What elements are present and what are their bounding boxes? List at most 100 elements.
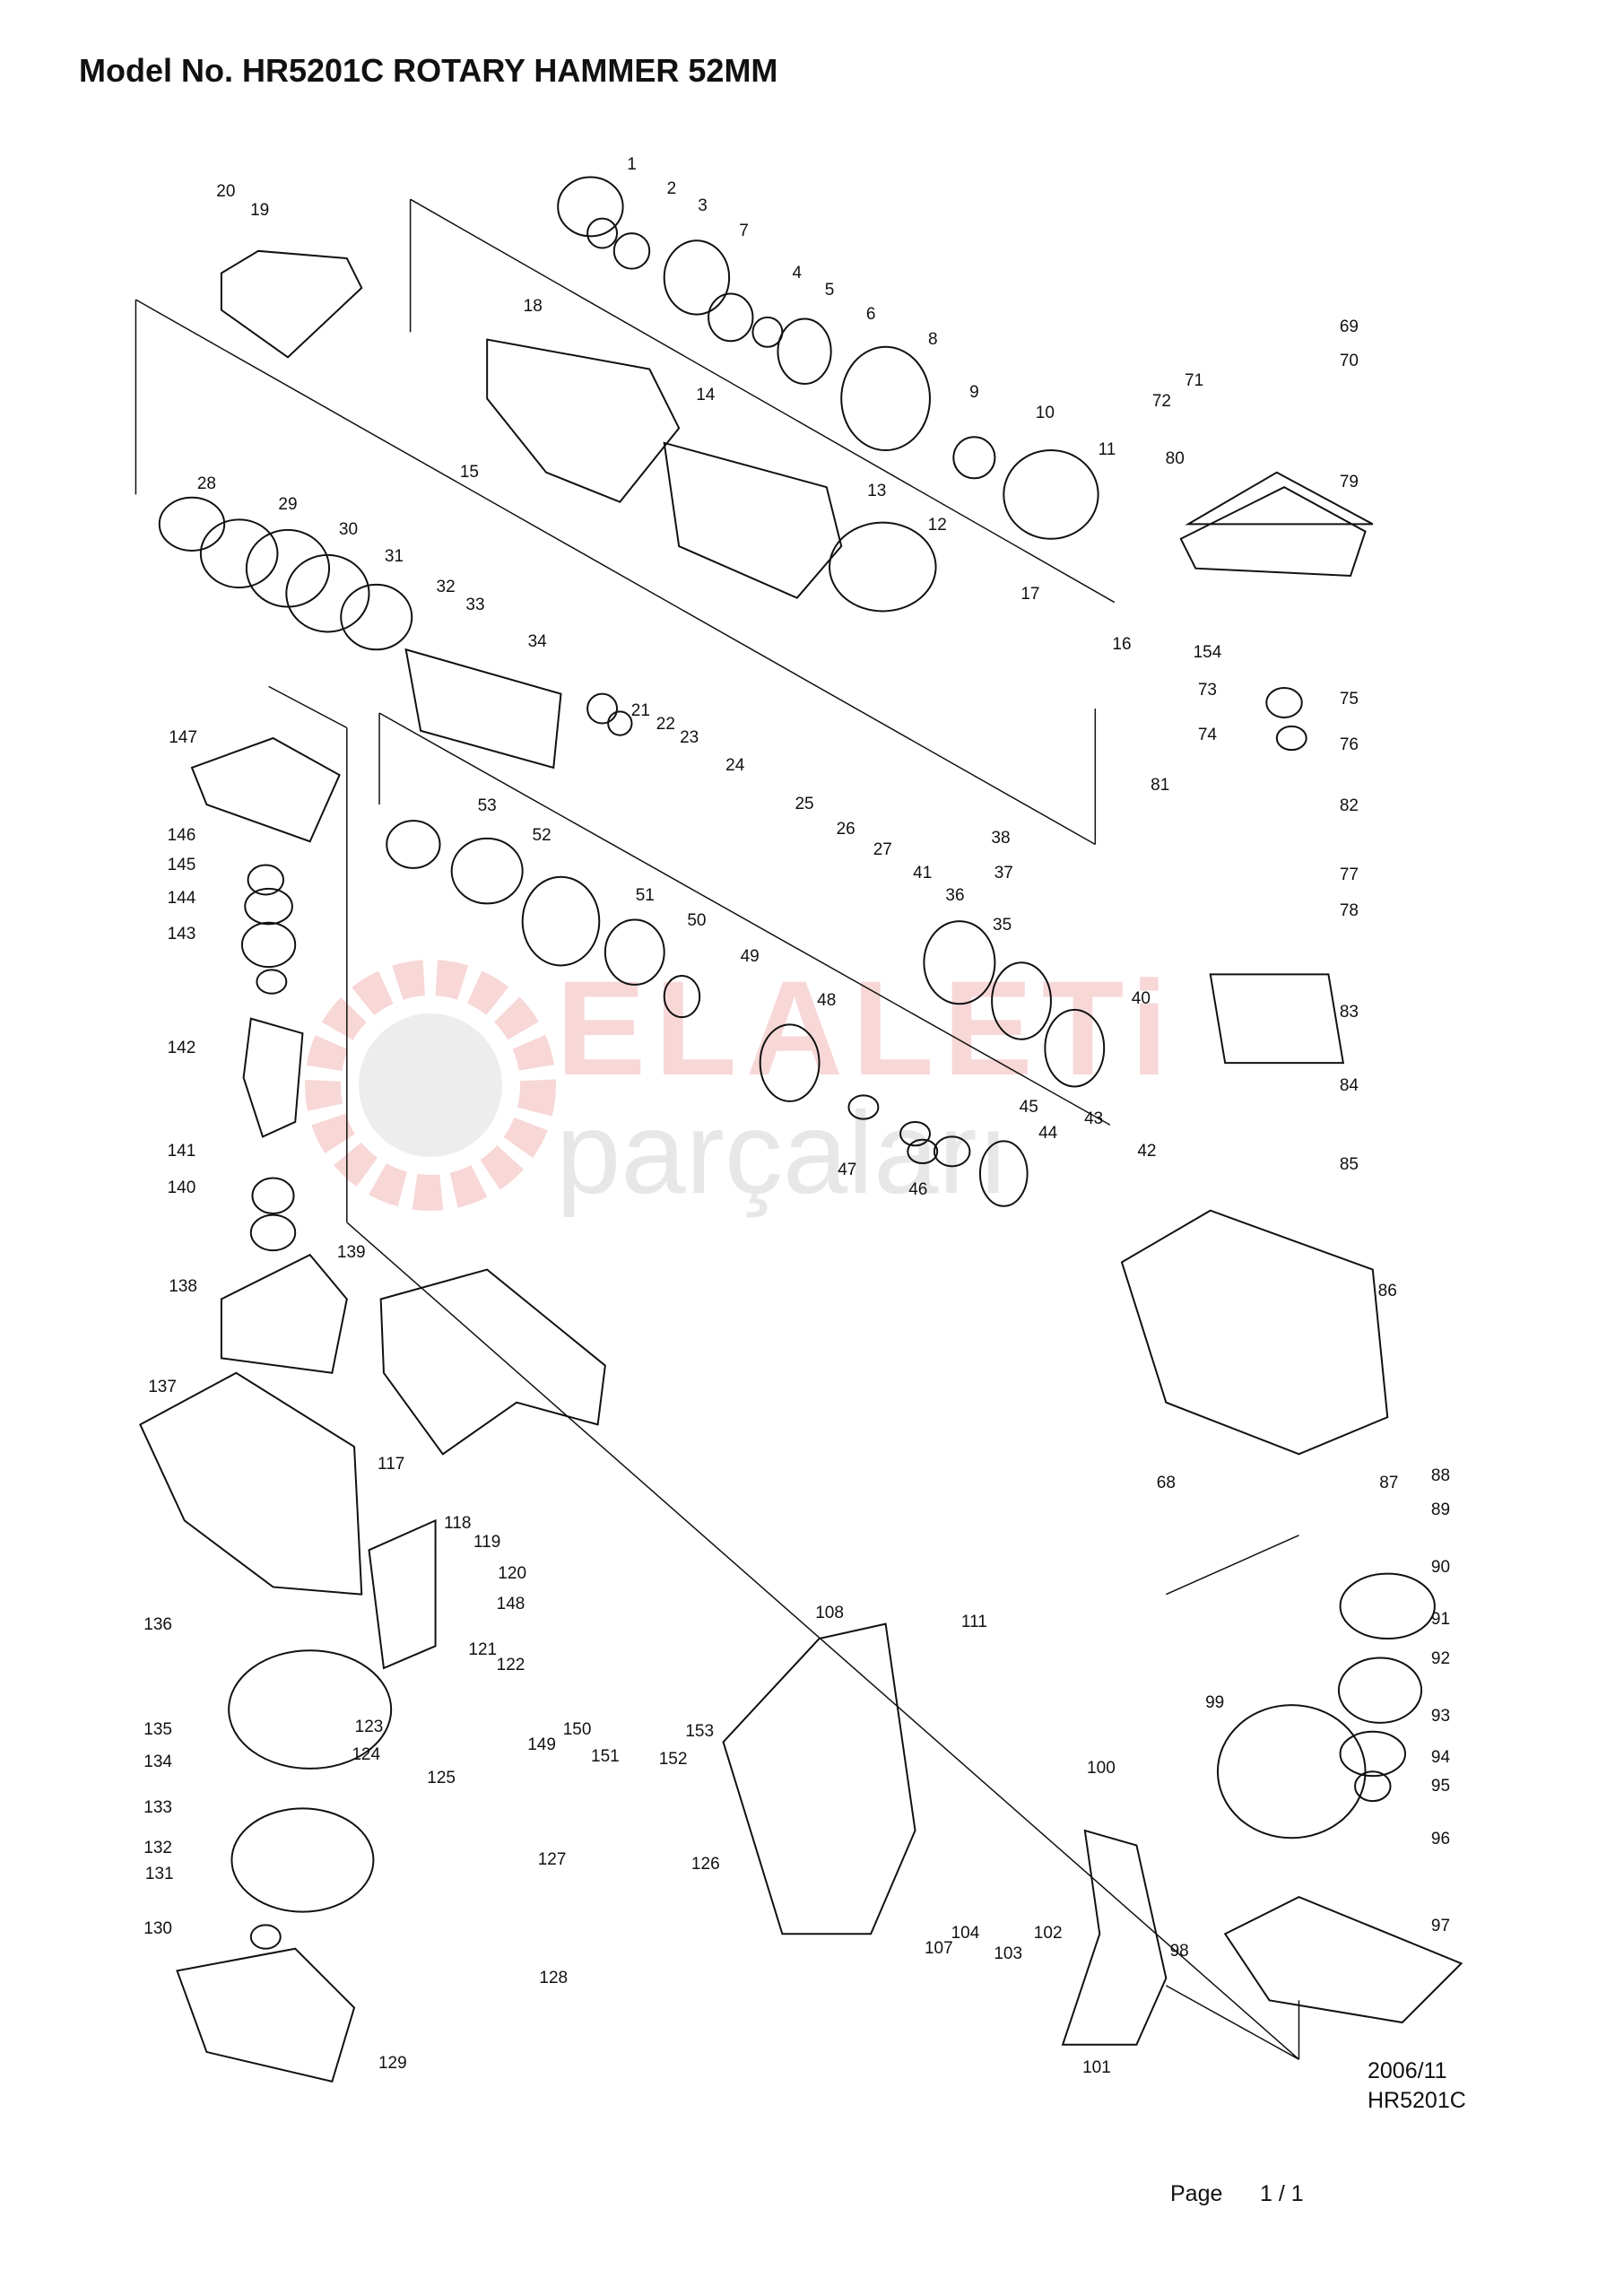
part-number-label: 95 — [1430, 1776, 1451, 1796]
part-number-label: 31 — [384, 546, 404, 566]
part-number-label: 145 — [167, 855, 196, 874]
part-outline — [907, 1138, 939, 1165]
part-number-label: 9 — [969, 382, 979, 402]
part-number-label: 123 — [354, 1717, 384, 1736]
part-number-label: 117 — [378, 1454, 405, 1474]
part-number-label: 16 — [1112, 635, 1132, 655]
part-number-label: 22 — [656, 715, 675, 735]
part-outline — [991, 961, 1052, 1040]
part-number-label: 15 — [459, 462, 479, 482]
part-number-label: 68 — [1156, 1474, 1176, 1493]
part-number-label: 118 — [444, 1513, 472, 1533]
part-number-label: 96 — [1430, 1829, 1451, 1848]
part-number-label: 100 — [1087, 1758, 1116, 1778]
part-outline — [604, 918, 665, 986]
part-number-label: 134 — [143, 1752, 172, 1772]
part-number-label: 37 — [994, 864, 1013, 883]
part-number-label: 19 — [250, 201, 270, 221]
part-number-label: 12 — [927, 515, 947, 535]
part-number-label: 142 — [167, 1038, 196, 1057]
part-number-label: 30 — [338, 519, 359, 539]
part-number-label: 135 — [143, 1720, 172, 1740]
part-number-label: 4 — [792, 263, 803, 283]
part-outline — [829, 521, 937, 613]
part-number-label: 13 — [867, 482, 887, 501]
part-outline — [199, 518, 279, 589]
part-outline — [340, 583, 413, 651]
part-number-label: 91 — [1430, 1609, 1451, 1629]
page-number: 1 / 1 — [1260, 2181, 1304, 2206]
leader-line — [268, 685, 348, 729]
part-number-label: 50 — [687, 911, 707, 931]
part-outline — [607, 710, 633, 736]
part-number-label: 32 — [436, 578, 456, 597]
part-number-label: 101 — [1082, 2058, 1111, 2078]
part-outline — [751, 316, 784, 348]
part-number-label: 153 — [685, 1721, 715, 1741]
part-number-label: 146 — [167, 825, 196, 845]
part-number-label: 126 — [690, 1854, 720, 1874]
part-number-label: 46 — [908, 1179, 928, 1199]
page-label: Page — [1170, 2181, 1223, 2206]
part-outline — [663, 441, 843, 599]
part-outline — [386, 820, 441, 869]
leader-line — [346, 1222, 1299, 2060]
part-number-label: 79 — [1339, 473, 1359, 492]
leader-line — [410, 198, 1116, 604]
part-outline — [486, 338, 681, 503]
part-number-label: 7 — [739, 222, 749, 241]
part-number-label: 42 — [1137, 1141, 1157, 1161]
part-outline — [1354, 1770, 1392, 1803]
part-number-label: 88 — [1430, 1466, 1451, 1485]
part-number-label: 107 — [924, 1938, 953, 1958]
part-number-label: 152 — [658, 1750, 688, 1770]
part-outline — [1061, 1829, 1168, 2046]
part-number-label: 141 — [167, 1141, 196, 1161]
part-number-label: 121 — [468, 1640, 498, 1660]
part-outline — [251, 1177, 295, 1215]
part-outline — [978, 1140, 1029, 1207]
part-number-label: 26 — [836, 820, 855, 839]
part-number-label: 34 — [527, 632, 547, 651]
page-title: Model No. HR5201C ROTARY HAMMER 52MM — [79, 52, 778, 89]
part-outline — [450, 837, 524, 905]
part-outline — [1185, 471, 1374, 526]
part-outline — [847, 1094, 880, 1120]
part-number-label: 52 — [532, 825, 551, 845]
part-number-label: 94 — [1430, 1748, 1451, 1768]
part-number-label: 27 — [873, 840, 892, 860]
part-outline — [1265, 687, 1303, 718]
part-number-label: 29 — [278, 494, 298, 514]
part-outline — [1003, 449, 1099, 540]
part-outline — [586, 217, 619, 249]
part-number-label: 76 — [1339, 735, 1359, 755]
part-number-label: 122 — [496, 1655, 525, 1674]
part-outline — [1275, 725, 1307, 752]
part-outline — [557, 176, 624, 238]
part-number-label: 128 — [539, 1968, 569, 1987]
part-outline — [245, 528, 331, 608]
part-number-label: 69 — [1339, 317, 1359, 337]
part-outline — [240, 921, 297, 969]
part-outline — [368, 1518, 437, 1670]
part-number-label: 5 — [824, 281, 835, 300]
part-number-label: 48 — [817, 990, 837, 1010]
part-number-label: 82 — [1339, 796, 1359, 815]
part-outline — [158, 496, 226, 552]
part-outline — [1216, 1704, 1367, 1839]
part-number-label: 139 — [336, 1243, 366, 1263]
part-outline — [1179, 486, 1367, 577]
revision-date: 2006/11 — [1368, 2058, 1447, 2083]
leader-line — [1166, 1535, 1299, 1596]
part-number-label: 74 — [1197, 725, 1217, 744]
part-outline — [586, 692, 619, 725]
part-number-label: 83 — [1339, 1003, 1359, 1022]
part-outline — [176, 1947, 356, 2083]
part-number-label: 133 — [143, 1798, 172, 1818]
part-number-label: 36 — [945, 886, 965, 906]
part-number-label: 81 — [1151, 775, 1170, 795]
part-number-label: 14 — [696, 386, 716, 405]
part-number-label: 41 — [913, 864, 933, 883]
part-number-label: 89 — [1430, 1500, 1451, 1519]
